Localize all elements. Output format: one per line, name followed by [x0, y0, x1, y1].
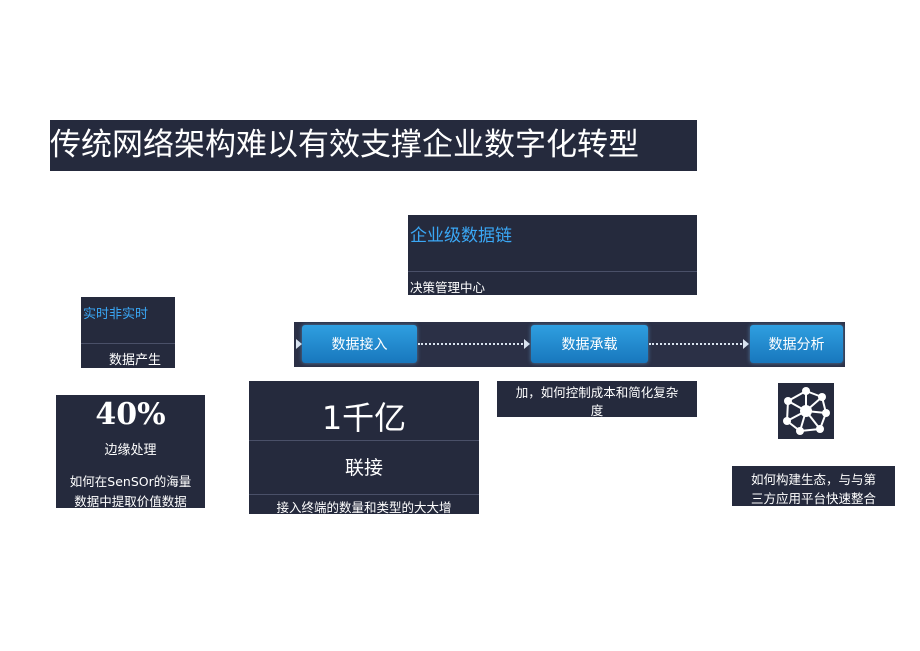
enterprise-data-chain-card: 企业级数据链 决策管理中心	[408, 215, 697, 295]
ecosystem-line-2: 三方应用平台快速整合	[750, 491, 876, 506]
connections-value: 1千亿	[321, 399, 407, 437]
divider	[249, 440, 479, 441]
edge-label: 边缘处理	[104, 443, 157, 458]
pipeline-step-ingest[interactable]: 数据接入	[302, 325, 417, 363]
ecosystem-card: 如何构建生态，与与第 三方应用平台快速整合	[732, 466, 895, 506]
data-pipeline: 数据接入 数据承载 数据分析	[294, 322, 845, 367]
realtime-card: 实时非实时 数据产生	[81, 297, 175, 368]
edge-value: 40%	[95, 397, 166, 432]
edge-line-1: 如何在SenSOr的海量	[69, 474, 192, 489]
arrow-right-icon	[743, 339, 749, 349]
cost-card: 加，如何控制成本和简化复杂 度	[497, 381, 697, 418]
connections-label: 联接	[344, 457, 383, 479]
realtime-sub: 数据产生	[109, 353, 162, 368]
dotted-connector	[418, 343, 526, 347]
edge-processing-card: 40% 边缘处理 如何在SenSOr的海量 数据中提取价值数据	[56, 395, 205, 509]
connections-card: 1千亿 联接 接入终端的数量和类型的大大增	[249, 381, 479, 515]
pipeline-step-carry[interactable]: 数据承载	[531, 325, 648, 363]
cost-line-2: 度	[590, 403, 604, 418]
network-hub-icon	[778, 383, 834, 439]
divider	[408, 271, 697, 272]
arrow-right-icon	[524, 339, 530, 349]
divider	[81, 343, 175, 344]
enterprise-sub: 决策管理中心	[410, 280, 486, 295]
enterprise-heading: 企业级数据链	[410, 226, 512, 246]
connections-note: 接入终端的数量和类型的大大增	[276, 500, 452, 515]
realtime-heading: 实时非实时	[83, 307, 149, 322]
arrow-right-icon	[296, 339, 302, 349]
pipeline-step-analyze[interactable]: 数据分析	[750, 325, 843, 363]
divider	[249, 494, 479, 495]
ecosystem-line-1: 如何构建生态，与与第	[750, 472, 876, 487]
dotted-connector	[649, 343, 745, 347]
edge-line-2: 数据中提取价值数据	[74, 494, 187, 509]
page-title: 传统网络架构难以有效支撑企业数字化转型	[50, 120, 697, 171]
cost-line-1: 加，如何控制成本和简化复杂	[515, 385, 679, 400]
